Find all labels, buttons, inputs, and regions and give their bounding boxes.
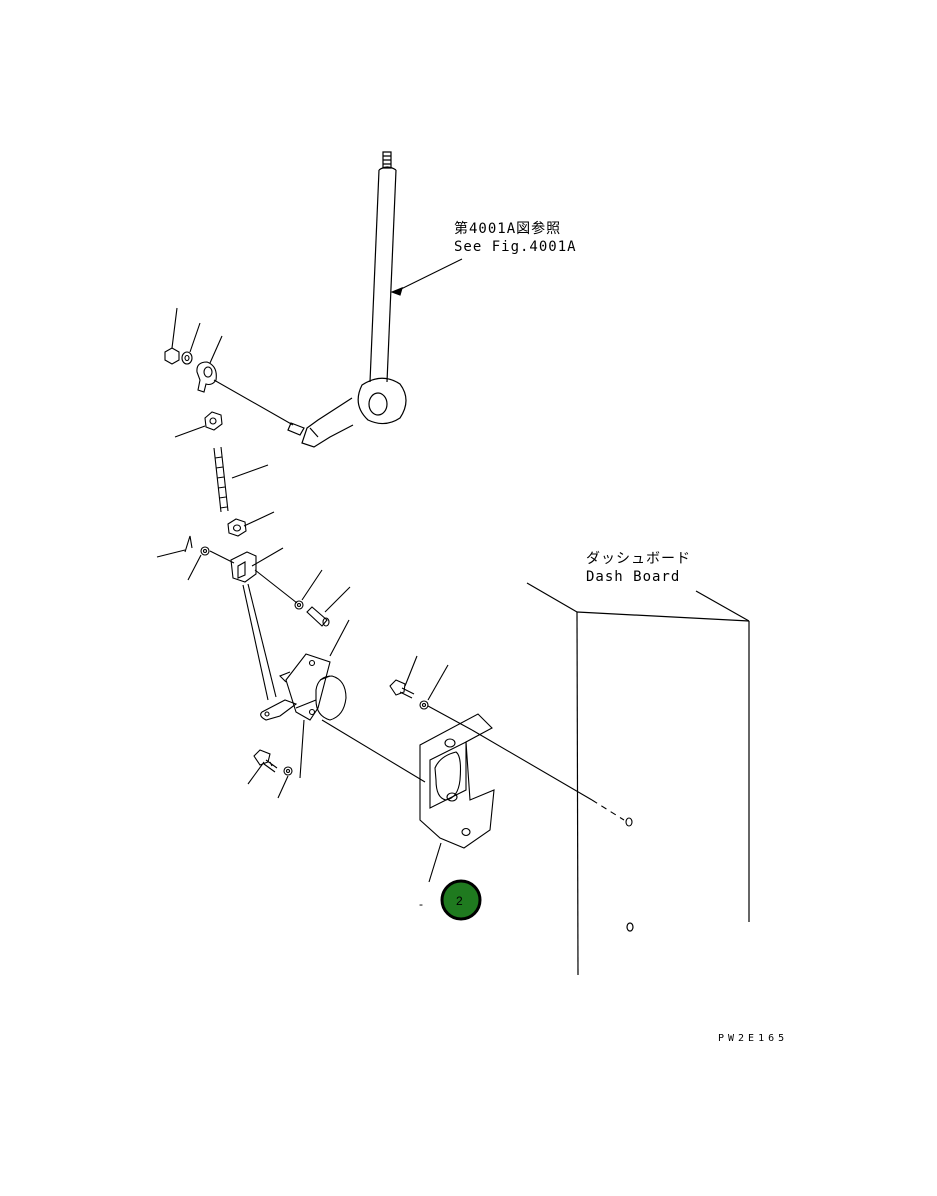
reference-label-en: See Fig.4001A xyxy=(454,239,577,255)
control-lever xyxy=(287,151,407,448)
reference-label-jp: 第4001A図参照 xyxy=(454,220,561,237)
callout-2[interactable]: - 2 xyxy=(419,879,482,921)
dash-board-label-jp: ダッシュボード xyxy=(586,551,691,567)
mounting-bracket xyxy=(419,713,633,883)
lower-bolt-group xyxy=(247,749,293,799)
dash-board-panel xyxy=(526,582,750,976)
callout-leader-mark: - xyxy=(419,897,423,911)
rod-end-assembly xyxy=(156,307,351,701)
dash-board-annotation: ダッシュボード Dash Board xyxy=(586,551,691,585)
callout-number: 2 xyxy=(456,894,463,908)
reference-leader-line xyxy=(396,258,463,292)
callout-circle[interactable] xyxy=(440,879,482,921)
reference-annotation: 第4001A図参照 See Fig.4001A xyxy=(396,220,577,292)
dash-board-label-en: Dash Board xyxy=(586,569,680,585)
actuator-switch xyxy=(260,653,426,783)
upper-bolt-group xyxy=(389,655,473,731)
figure-code: PW2E165 xyxy=(718,1033,788,1044)
